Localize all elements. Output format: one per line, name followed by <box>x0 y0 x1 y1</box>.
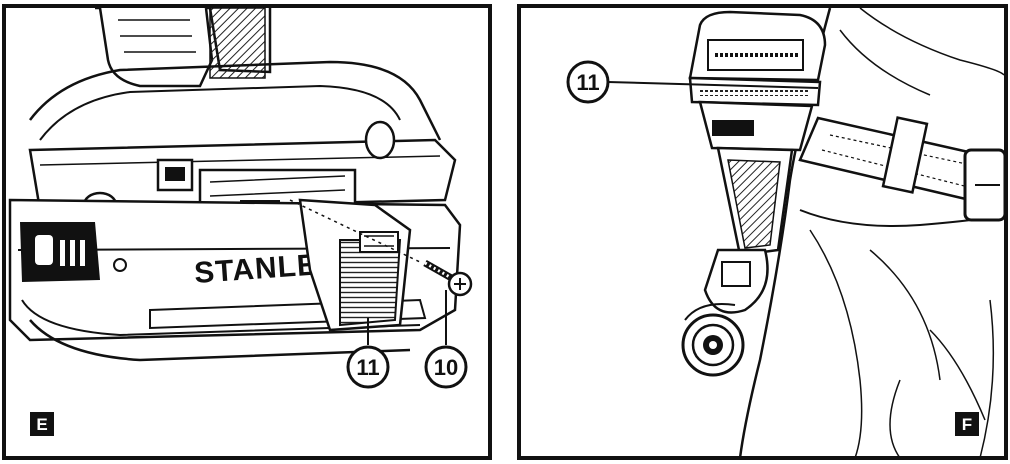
belt-clip-part <box>298 198 412 332</box>
panel-letter-f: F <box>955 412 979 436</box>
drill-on-belt-drawing <box>681 10 827 377</box>
panel-letter-label: E <box>36 415 47 434</box>
callout-label: 11 <box>356 355 379 380</box>
callout-10-panel-e: 10 <box>424 290 468 389</box>
panel-letter-label: F <box>962 415 972 434</box>
callout-label: 10 <box>434 355 458 380</box>
callout-11-panel-e: 11 <box>346 318 390 389</box>
callout-11-panel-f: 11 <box>566 60 819 104</box>
callout-label: 11 <box>576 70 599 95</box>
panel-letter-e: E <box>30 412 54 436</box>
panel-f: 11 F <box>517 4 1008 460</box>
panel-e: STANLEY 11 10 <box>2 4 492 460</box>
screw-part <box>289 199 473 297</box>
